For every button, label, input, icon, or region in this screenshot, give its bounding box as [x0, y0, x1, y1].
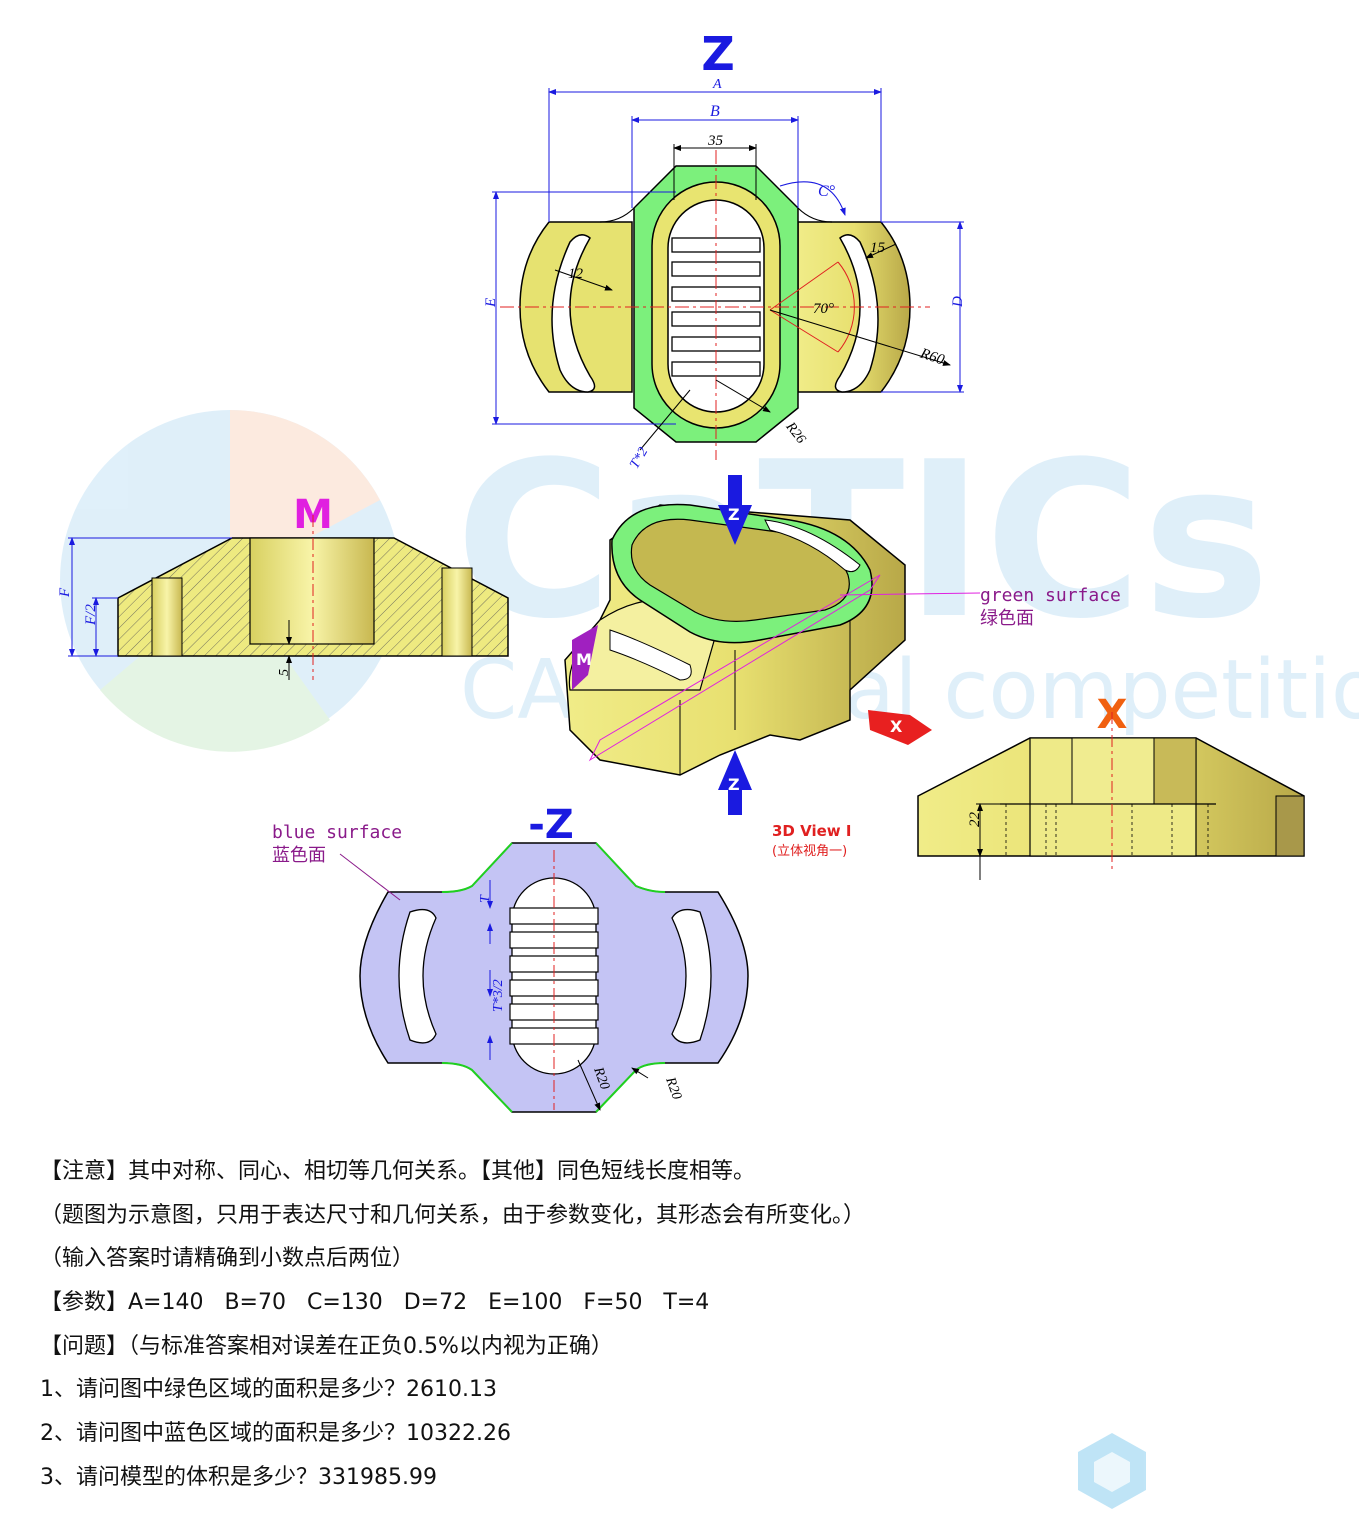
note-line: 【注意】其中对称、同心、相切等几何关系。【其他】同色短线长度相等。: [40, 1159, 756, 1184]
bottom-view: -Z blue surface 蓝色面 T T*3/2 R20: [272, 802, 749, 1113]
iso-arrow-x: X: [890, 717, 903, 736]
side-view-x: X 22: [917, 692, 1305, 880]
dim-b: B: [710, 103, 720, 120]
params-line: 【参数】A=140 B=70 C=130 D=72 E=100 F=50 T=4: [40, 1290, 710, 1316]
dim-35: 35: [707, 133, 724, 149]
dim-70: 70°: [813, 301, 834, 317]
view-title-negz: -Z: [528, 802, 574, 848]
iso-arrow-negz: Z: [728, 775, 740, 794]
dim-t32: T*3/2: [491, 979, 506, 1012]
dim-f2: F/2: [83, 604, 99, 626]
dim-a: A: [712, 77, 722, 92]
dim-r20b: R20: [662, 1074, 684, 1101]
note-line: （题图为示意图，只用于表达尺寸和几何关系，由于参数变化，其形态会有所变化。）: [40, 1202, 866, 1228]
left-slot: [551, 234, 596, 393]
right-slot: [834, 234, 879, 393]
dim-22: 22: [967, 812, 983, 828]
cube-logo-icon: [1078, 1433, 1146, 1509]
dim-5: 5: [277, 669, 292, 676]
side-view-m: M F F/2 5: [57, 492, 509, 680]
blue-label-cn: 蓝色面: [272, 845, 326, 866]
dim-e: E: [483, 298, 499, 308]
problem-notes: 【注意】其中对称、同心、相切等几何关系。【其他】同色短线长度相等。 （题图为示意…: [40, 1150, 1140, 1500]
dim-15: 15: [870, 240, 886, 256]
top-view: Z: [483, 27, 966, 471]
question-header: 【问题】（与标准答案相对误差在正负0.5%以内视为正确）: [40, 1333, 613, 1359]
iso-arrow-z: Z: [728, 505, 740, 524]
green-label-en: green surface: [980, 585, 1121, 606]
note-line: （输入答案时请精确到小数点后两位）: [40, 1246, 415, 1272]
dim-t: T: [478, 894, 493, 903]
dim-r60: R60: [917, 345, 946, 368]
dim-c: C°: [818, 183, 836, 200]
question-1: 1、请问图中绿色区域的面积是多少？2610.13: [40, 1377, 497, 1403]
question-2: 2、请问图中蓝色区域的面积是多少？10322.26: [40, 1421, 511, 1447]
dim-d: D: [950, 296, 966, 308]
iso-arrow-m: M: [576, 650, 592, 669]
iso-view: Z M X Z green surface 绿色面 3D View I (立体视…: [564, 475, 1121, 859]
dim-f: F: [57, 587, 73, 598]
dim-12: 12: [568, 266, 584, 282]
iso-caption: 3D View I: [772, 822, 851, 840]
blue-label-en: blue surface: [272, 822, 402, 843]
question-3: 3、请问模型的体积是多少？331985.99: [40, 1464, 437, 1490]
green-label-cn: 绿色面: [980, 608, 1034, 629]
iso-caption-cn: (立体视角一): [772, 844, 847, 859]
view-title-z: Z: [701, 27, 734, 81]
